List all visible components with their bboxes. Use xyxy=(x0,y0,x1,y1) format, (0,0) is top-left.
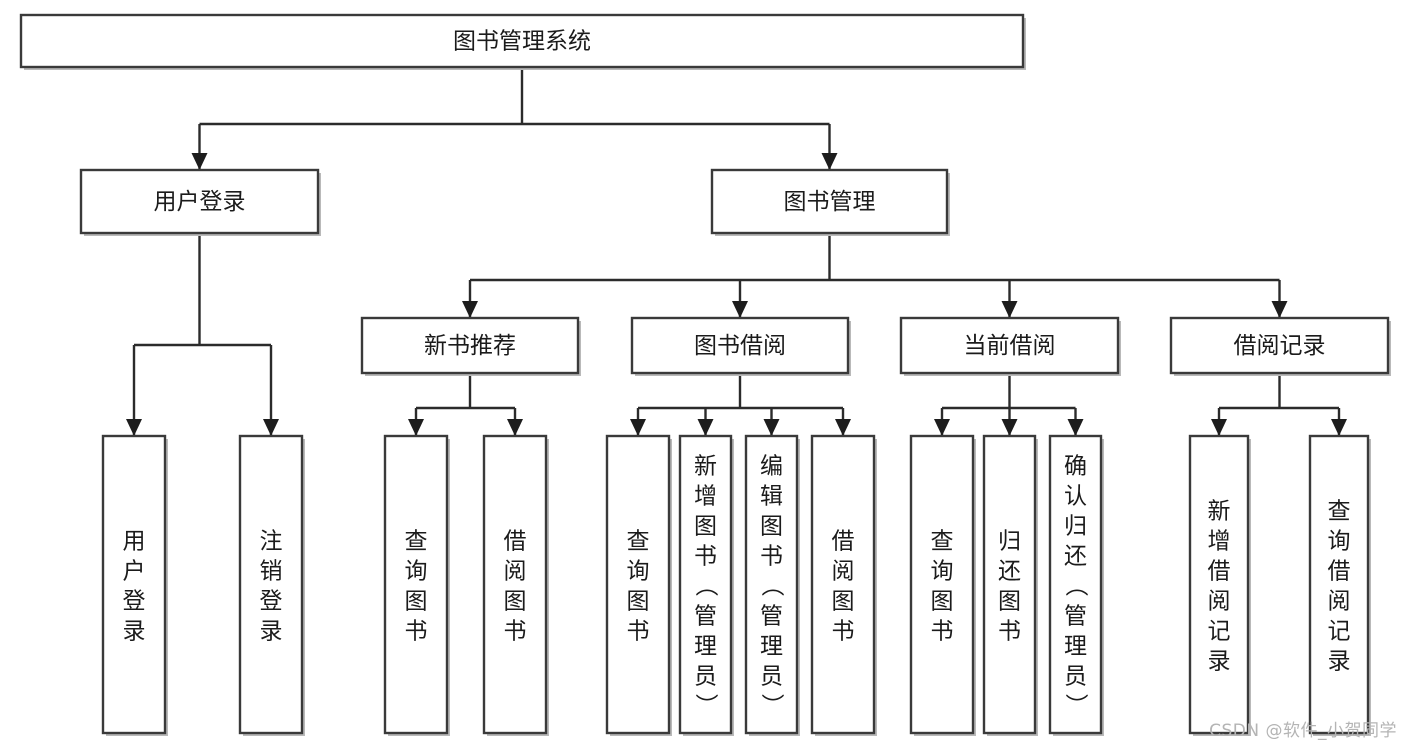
edges-from-borrow-record xyxy=(1211,373,1347,436)
node-box xyxy=(101,434,167,735)
node-label: 图书管理 xyxy=(784,189,876,215)
arrow-head-icon xyxy=(1001,301,1018,318)
arrow-head-icon xyxy=(462,301,478,318)
arrow-head-icon xyxy=(1001,419,1018,436)
node-box xyxy=(1188,434,1250,735)
node-label: 查询借阅记录 xyxy=(1328,499,1351,675)
node-leaf-logout[interactable]: 注销登录 xyxy=(238,434,305,736)
node-leaf-query-book-borrow[interactable]: 查询图书 xyxy=(605,434,672,736)
arrow-head-icon xyxy=(191,153,208,170)
node-label: 用户登录 xyxy=(123,529,146,645)
node-box xyxy=(482,434,548,735)
arrow-head-icon xyxy=(821,153,838,170)
node-leaf-query-book-current[interactable]: 查询图书 xyxy=(909,434,976,736)
node-layer: 图书管理系统用户登录图书管理新书推荐图书借阅当前借阅借阅记录用户登录注销登录查询… xyxy=(19,13,1391,736)
node-label: 查询图书 xyxy=(931,529,954,645)
node-current-borrow[interactable]: 当前借阅 xyxy=(899,316,1121,376)
edges-from-current-borrow xyxy=(934,373,1084,436)
node-book-management[interactable]: 图书管理 xyxy=(710,168,950,236)
edges-from-new-book-recommend xyxy=(408,373,523,436)
arrow-head-icon xyxy=(697,419,714,436)
node-box xyxy=(744,434,799,735)
edges-from-book-borrow xyxy=(630,373,851,436)
arrow-head-icon xyxy=(630,419,646,436)
node-user-login[interactable]: 用户登录 xyxy=(79,168,321,236)
node-label: 借阅图书 xyxy=(832,529,855,645)
node-label: 归还图书 xyxy=(998,529,1021,645)
node-box xyxy=(899,316,1120,375)
node-leaf-user-login[interactable]: 用户登录 xyxy=(101,434,168,736)
node-label: 图书借阅 xyxy=(694,333,786,359)
node-box xyxy=(1308,434,1370,735)
node-book-borrow[interactable]: 图书借阅 xyxy=(630,316,851,376)
node-box xyxy=(982,434,1037,735)
node-box xyxy=(605,434,671,735)
node-label: 编辑图书（管理员） xyxy=(760,454,785,720)
arrow-head-icon xyxy=(1271,301,1288,318)
node-root[interactable]: 图书管理系统 xyxy=(19,13,1026,70)
arrow-head-icon xyxy=(263,419,279,436)
edges-from-book-management xyxy=(462,233,1288,318)
node-box xyxy=(238,434,304,735)
arrow-head-icon xyxy=(732,301,748,318)
node-leaf-query-book-rec[interactable]: 查询图书 xyxy=(383,434,450,736)
node-label: 新增图书（管理员） xyxy=(694,454,719,720)
node-leaf-edit-book[interactable]: 编辑图书（管理员） xyxy=(744,434,800,736)
node-leaf-add-borrow-record[interactable]: 新增借阅记录 xyxy=(1188,434,1251,736)
node-box xyxy=(1169,316,1390,375)
node-borrow-record[interactable]: 借阅记录 xyxy=(1169,316,1391,376)
node-label: 用户登录 xyxy=(154,189,246,215)
node-box xyxy=(630,316,850,375)
arrow-head-icon xyxy=(763,419,780,436)
node-leaf-query-borrow-record[interactable]: 查询借阅记录 xyxy=(1308,434,1371,736)
arrow-head-icon xyxy=(507,419,523,436)
arrow-head-icon xyxy=(408,419,424,436)
node-box xyxy=(909,434,975,735)
node-leaf-confirm-return[interactable]: 确认归还（管理员） xyxy=(1048,434,1104,736)
node-new-book-recommend[interactable]: 新书推荐 xyxy=(360,316,581,376)
arrow-head-icon xyxy=(1211,419,1227,436)
arrow-head-icon xyxy=(1067,419,1084,436)
node-leaf-add-book[interactable]: 新增图书（管理员） xyxy=(678,434,734,736)
node-box xyxy=(383,434,449,735)
node-leaf-borrow-book-rec[interactable]: 借阅图书 xyxy=(482,434,549,736)
node-label: 新增借阅记录 xyxy=(1208,499,1231,675)
arrow-head-icon xyxy=(1331,419,1347,436)
node-label: 借阅图书 xyxy=(504,529,527,645)
node-box xyxy=(1048,434,1103,735)
node-box xyxy=(678,434,733,735)
node-box xyxy=(810,434,876,735)
connector-layer xyxy=(126,67,1347,436)
node-leaf-borrow-book[interactable]: 借阅图书 xyxy=(810,434,877,736)
node-box xyxy=(710,168,949,235)
node-box xyxy=(360,316,580,375)
node-label: 查询图书 xyxy=(627,529,650,645)
node-label: 借阅记录 xyxy=(1234,333,1326,359)
node-label: 注销登录 xyxy=(260,529,283,645)
node-label: 查询图书 xyxy=(405,529,428,645)
node-leaf-return-book[interactable]: 归还图书 xyxy=(982,434,1038,736)
arrow-head-icon xyxy=(835,419,851,436)
arrow-head-icon xyxy=(934,419,950,436)
edges-from-root xyxy=(191,67,838,170)
node-label: 新书推荐 xyxy=(424,333,516,359)
node-label: 当前借阅 xyxy=(964,333,1056,359)
node-box xyxy=(19,13,1025,69)
arrow-head-icon xyxy=(126,419,142,436)
node-label: 确认归还（管理员） xyxy=(1064,454,1089,720)
node-box xyxy=(79,168,320,235)
edges-from-user-login xyxy=(126,233,279,436)
node-label: 图书管理系统 xyxy=(453,29,591,55)
